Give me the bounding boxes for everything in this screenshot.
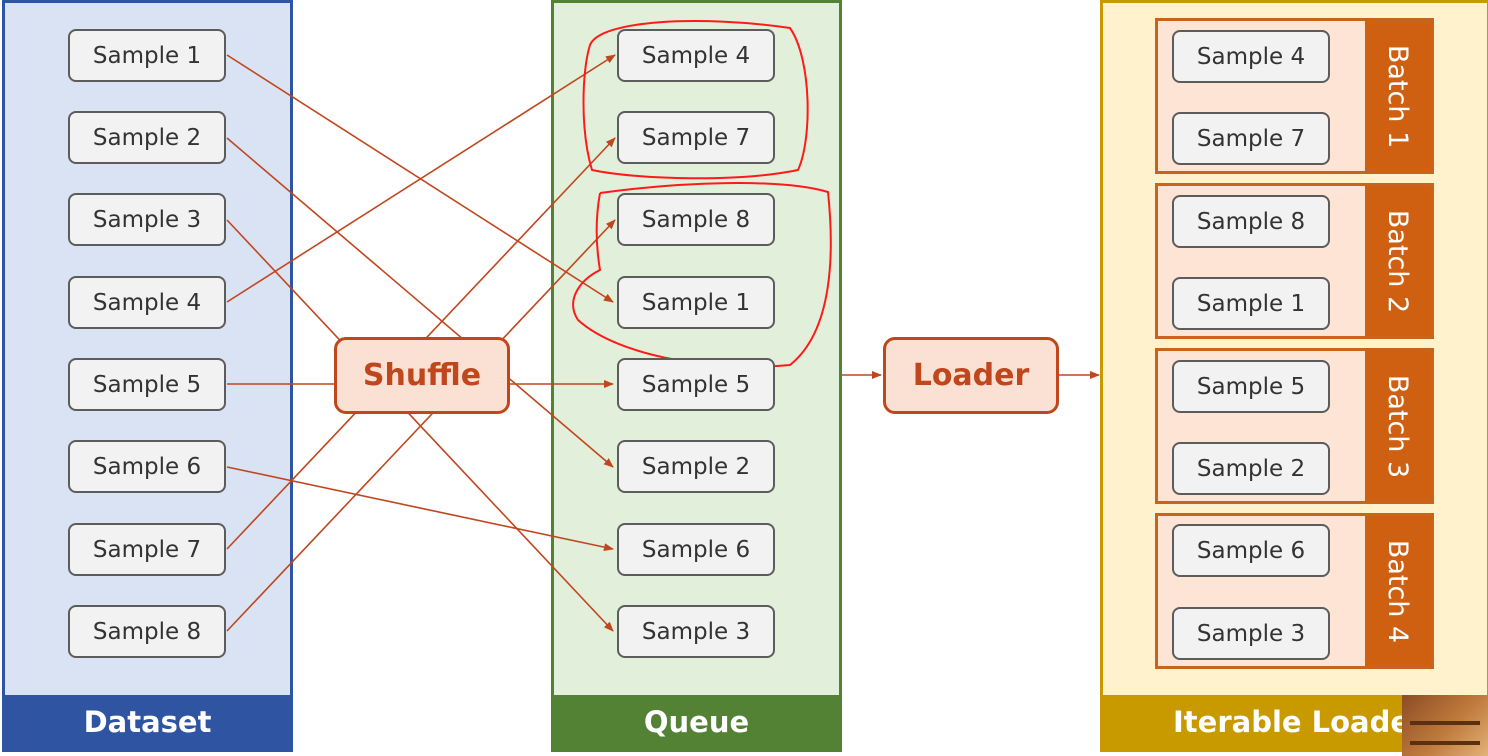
batch-2-label: Batch 2: [1382, 209, 1414, 313]
queue-label: Queue: [554, 695, 839, 749]
edge-s6: [226, 466, 614, 552]
edge-s8: [226, 219, 616, 632]
batch-1-sample-2: Sample 7: [1172, 112, 1330, 165]
batch-2-sample-1: Sample 8: [1172, 195, 1330, 248]
queue-sample-7: Sample 6: [617, 523, 775, 576]
queue-sample-4: Sample 1: [617, 276, 775, 329]
batch-4-sample-2: Sample 3: [1172, 607, 1330, 660]
annotation-circle-batch1: [582, 20, 809, 180]
webcam-shelf: [1410, 721, 1480, 725]
dataset-sample-5: Sample 5: [68, 358, 226, 411]
queue-sample-8: Sample 3: [617, 605, 775, 658]
dataset-sample-2: Sample 2: [68, 111, 226, 164]
batch-4-label: Batch 4: [1382, 539, 1414, 643]
batch-4-tab: Batch 4: [1365, 516, 1431, 666]
batch-2-sample-2: Sample 1: [1172, 277, 1330, 330]
dataset-sample-1: Sample 1: [68, 29, 226, 82]
queue-sample-6: Sample 2: [617, 440, 775, 493]
batch-3-label: Batch 3: [1382, 374, 1414, 478]
queue-sample-5: Sample 5: [617, 358, 775, 411]
shuffle-node: Shuffle: [334, 337, 510, 414]
webcam-shelf-lower: [1410, 741, 1480, 745]
batch-3-tab: Batch 3: [1365, 351, 1431, 501]
dataset-sample-3: Sample 3: [68, 193, 226, 246]
dataset-sample-6: Sample 6: [68, 440, 226, 493]
batch-2-tab: Batch 2: [1365, 186, 1431, 336]
batch-3-sample-2: Sample 2: [1172, 442, 1330, 495]
dataset-sample-8: Sample 8: [68, 605, 226, 658]
batch-1-label: Batch 1: [1382, 44, 1414, 148]
batch-1-sample-1: Sample 4: [1172, 30, 1330, 83]
queue-sample-3: Sample 8: [617, 193, 775, 246]
batch-3-sample-1: Sample 5: [1172, 360, 1330, 413]
dataset-label: Dataset: [5, 695, 290, 749]
batch-1-tab: Batch 1: [1365, 21, 1431, 171]
dataset-sample-7: Sample 7: [68, 523, 226, 576]
loader-node: Loader: [883, 337, 1059, 414]
batch-4-sample-1: Sample 6: [1172, 524, 1330, 577]
edge-s4: [226, 54, 616, 303]
webcam-overlay: [1402, 695, 1488, 756]
edge-s2: [226, 137, 614, 468]
queue-sample-1: Sample 4: [617, 29, 775, 82]
queue-sample-2: Sample 7: [617, 111, 775, 164]
dataset-sample-4: Sample 4: [68, 276, 226, 329]
